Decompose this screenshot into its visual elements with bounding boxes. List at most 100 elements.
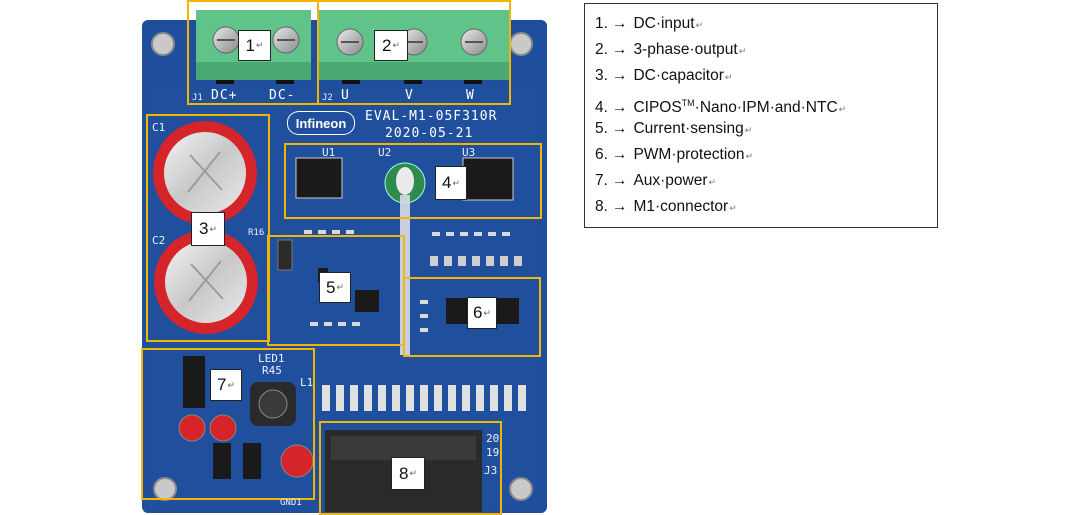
designator-gnd1: GND1 <box>280 498 302 508</box>
legend-item-3: 3.→ DC·capacitor↵ <box>595 63 937 89</box>
terminal-block-phase <box>318 10 510 84</box>
mounting-holes <box>151 32 533 501</box>
highlight-box-6 <box>403 277 541 357</box>
ipm-chip-right <box>462 157 514 201</box>
designator-u3: U3 <box>462 146 476 159</box>
designator-r45: R45 <box>262 364 282 377</box>
legend-item-2-text: 3-phase·output <box>633 41 738 59</box>
designator-j2: J2 <box>322 93 333 103</box>
legend-item-4-num: 4. <box>595 98 608 116</box>
legend-item-5-num: 5. <box>595 119 608 137</box>
legend-item-8-num: 8. <box>595 198 608 216</box>
legend-item-8-text: M1·connector <box>633 198 729 216</box>
callout-5: 5↵ <box>319 272 351 303</box>
connector-pin-19: 19 <box>486 446 500 459</box>
current-sense-ic <box>355 290 379 312</box>
designator-c1: C1 <box>152 121 166 134</box>
designator-j3: J3 <box>484 464 498 477</box>
legend-item-7-mark: ↵ <box>708 177 717 188</box>
designator-u1: U1 <box>322 146 336 159</box>
designator-u2: U2 <box>378 146 392 159</box>
callout-7: 7↵ <box>210 369 242 401</box>
legend-item-2-mark: ↵ <box>738 46 747 57</box>
legend-item-5-text: Current·sensing <box>633 119 744 137</box>
callout-8-mark: ↵ <box>409 468 417 478</box>
legend-item-6-text: PWM·protection <box>633 145 745 163</box>
callout-6-num: 6 <box>472 303 483 322</box>
legend-item-1-mark: ↵ <box>695 20 704 30</box>
legend-item-8: 8.→ M1·connector↵ <box>595 194 937 220</box>
legend-item-8-arrow: → <box>611 198 628 216</box>
legend-item-3-text: DC·capacitor <box>633 67 724 85</box>
legend-item-4-mark: ↵ <box>838 103 847 114</box>
aux-cap-3 <box>280 444 314 478</box>
legend-item-1-arrow: → <box>611 15 628 32</box>
brand-logo: Infineon <box>287 111 355 135</box>
callout-4-mark: ↵ <box>452 177 460 188</box>
callout-6: 6↵ <box>467 297 497 329</box>
designator-led1: LED1 <box>258 352 285 365</box>
terminal-label-v: V <box>405 88 414 103</box>
legend-item-7: 7.→Aux·power↵ <box>595 168 937 194</box>
highlight-box-8 <box>319 421 502 515</box>
callout-5-mark: ↵ <box>336 282 344 292</box>
legend-panel: 1.→DC·input↵ 2.→3-phase·output↵ 3.→DC·ca… <box>584 3 938 228</box>
designator-l1: L1 <box>300 376 314 389</box>
designator-c2: C2 <box>152 234 166 247</box>
legend-item-4-text-post: ·Nano·IPM·and·NTC <box>694 98 838 116</box>
terminal-label-w: W <box>466 88 475 103</box>
legend-item-5: 5.→Current·sensing↵ <box>595 116 937 142</box>
aux-cap-1 <box>178 414 206 442</box>
legend-item-2-num: 2. <box>595 41 608 59</box>
callout-2-num: 2 <box>381 35 392 55</box>
inductor-small <box>277 239 293 271</box>
legend-item-3-num: 3. <box>595 67 608 85</box>
legend-item-2-arrow: → <box>611 41 628 59</box>
aux-cap-2 <box>209 414 237 442</box>
legend-item-8-mark: ↵ <box>729 203 737 214</box>
highlight-box-7 <box>141 348 315 500</box>
callout-5-num: 5 <box>325 277 336 297</box>
legend-item-6: 6.→PWM·protection↵ <box>595 142 937 168</box>
legend-item-3-mark: ↵ <box>724 72 733 83</box>
aux-regulator-ic <box>183 356 205 408</box>
terminal-label-dc-minus: DC- <box>269 88 296 103</box>
callout-4: 4↵ <box>435 166 467 200</box>
brand-logo-text: Infineon <box>295 115 347 131</box>
legend-item-1: 1.→ DC·input↵ <box>595 11 937 37</box>
legend-item-7-arrow: → <box>611 172 628 190</box>
legend-item-2: 2.→ 3-phase·output↵ <box>595 37 937 63</box>
callout-1: 1↵ <box>238 30 271 61</box>
legend-item-4-text: CIPOS <box>633 98 682 116</box>
callout-6-mark: ↵ <box>483 307 491 318</box>
resistor-row <box>322 385 526 411</box>
callout-3-mark: ↵ <box>209 223 217 234</box>
legend-item-1-text: DC·input <box>633 15 695 32</box>
terminal-label-dc-plus: DC+ <box>211 88 238 103</box>
legend-item-4-arrow: → <box>611 98 628 116</box>
callout-2-mark: ↵ <box>392 40 400 50</box>
callout-4-num: 4 <box>441 173 452 192</box>
callout-1-num: 1 <box>245 35 255 55</box>
board-model: EVAL-M1-05F310R <box>365 109 498 124</box>
board-date: 2020-05-21 <box>385 126 474 141</box>
terminal-label-u: U <box>341 88 350 103</box>
highlight-box-2 <box>317 0 511 105</box>
callout-7-num: 7 <box>216 375 227 394</box>
callout-3: 3↵ <box>191 212 225 246</box>
legend-item-4: 4.→ CIPOSTM·Nano·IPM·and·NTC↵ <box>595 90 937 116</box>
legend-item-3-arrow: → <box>611 67 628 85</box>
designator-j1: J1 <box>192 93 203 103</box>
legend-item-1-num: 1. <box>595 15 608 32</box>
callout-8: 8↵ <box>391 457 425 490</box>
smd-components <box>304 230 522 332</box>
legend-item-6-mark: ↵ <box>745 150 754 161</box>
legend-item-4-trademark: TM <box>681 97 695 108</box>
callout-8-num: 8 <box>398 463 409 483</box>
callout-3-num: 3 <box>198 219 209 238</box>
legend-item-6-arrow: → <box>611 145 628 163</box>
dc-capacitor-c2 <box>154 230 258 334</box>
highlight-box-4 <box>284 143 542 219</box>
connector-pin-20: 20 <box>486 432 500 445</box>
